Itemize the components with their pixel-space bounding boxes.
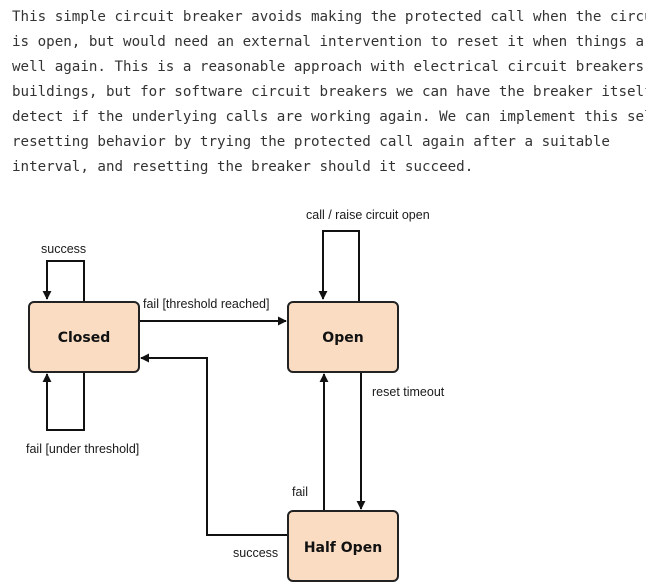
state-open-label: Open (322, 330, 363, 346)
text-line: detect if the underlying calls are worki… (12, 109, 646, 125)
label-half-open-to-closed: success (233, 546, 278, 560)
label-closed-success: success (41, 242, 86, 256)
state-half-open: Half Open (287, 510, 399, 582)
label-closed-to-open: fail [threshold reached] (143, 297, 269, 311)
state-open: Open (287, 301, 399, 373)
label-open-self: call / raise circuit open (306, 208, 430, 222)
edge-closed-success-loop (42, 260, 85, 301)
state-closed: Closed (28, 301, 140, 373)
label-half-open-to-open: fail (292, 485, 308, 499)
description-paragraph: This simple circuit breaker avoids makin… (12, 5, 646, 180)
text-line: resetting behavior by trying the protect… (12, 134, 610, 150)
edge-closed-fail-under-loop (42, 372, 85, 431)
text-line: This simple circuit breaker avoids makin… (12, 9, 646, 25)
text-line: well again. This is a reasonable approac… (12, 59, 646, 75)
text-line: buildings, but for software circuit brea… (12, 84, 646, 100)
state-closed-label: Closed (58, 330, 111, 346)
edge-open-self-loop (318, 230, 360, 301)
text-line: is open, but would need an external inte… (12, 34, 646, 50)
state-half-open-label: Half Open (304, 540, 382, 556)
edge-half-open-to-closed (140, 353, 287, 536)
text-line: interval, and resetting the breaker shou… (12, 159, 474, 175)
label-open-to-half-open: reset timeout (372, 385, 445, 399)
label-closed-fail-under: fail [under threshold] (26, 442, 139, 456)
